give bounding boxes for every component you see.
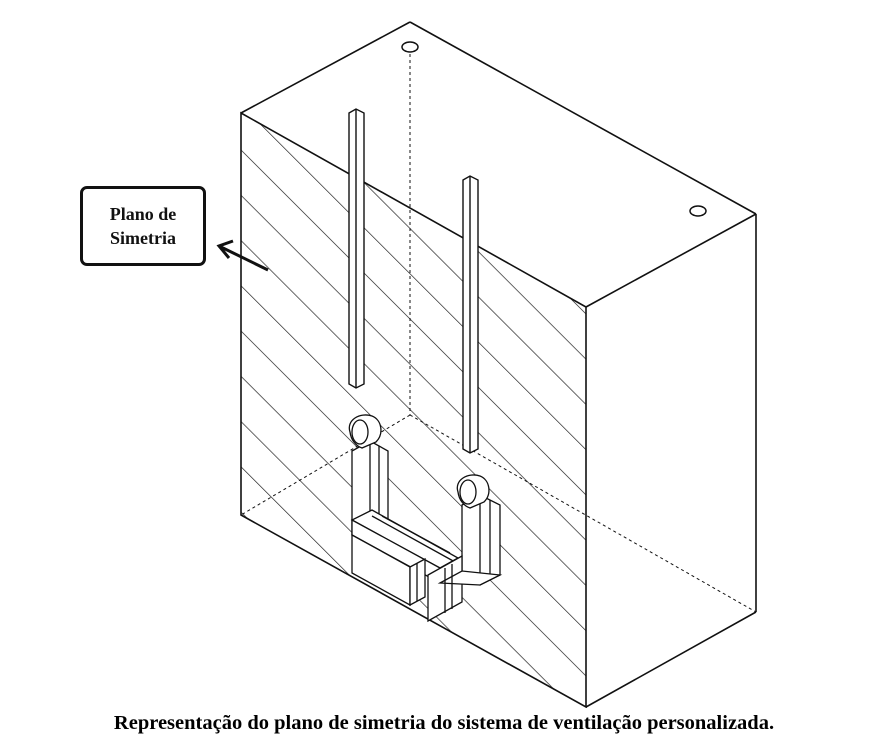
ventilation-system [348,414,503,623]
symmetry-plane-face [240,111,587,708]
figure-caption: Representação do plano de simetria do si… [113,712,775,734]
partition-left [348,108,365,389]
callout-line-1: Plano de [109,203,177,224]
ceiling-outlet-right [689,205,707,217]
isometric-room-diagram [216,21,757,708]
room-box-edges [240,21,757,708]
symmetry-plane-callout: Plano de Simetria [80,186,206,266]
callout-arrow [216,239,269,272]
partition-right [462,175,479,454]
callout-line-2: Simetria [110,228,176,248]
ceiling-outlet-left [401,41,419,53]
